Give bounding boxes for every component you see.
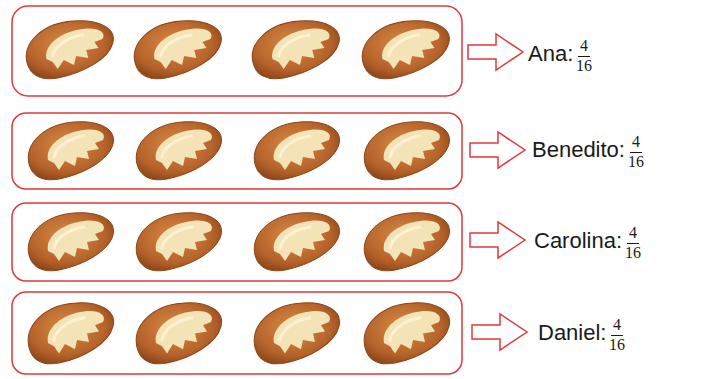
block-arrow	[468, 34, 523, 70]
brazil-nut	[254, 303, 339, 364]
group-outline	[12, 292, 462, 374]
fraction: 416	[609, 317, 625, 354]
group-outline	[12, 6, 462, 96]
person-label: Ana:	[528, 43, 573, 65]
fraction-numerator: 4	[630, 134, 642, 153]
fraction-denominator: 16	[576, 57, 592, 75]
brazil-nut	[364, 303, 449, 364]
brazil-nut	[136, 213, 221, 271]
brazil-nut	[254, 122, 339, 180]
group-outline	[12, 113, 462, 189]
brazil-nut	[136, 122, 221, 180]
block-arrow	[470, 132, 525, 168]
fraction-numerator: 4	[611, 317, 623, 336]
brazil-nut	[252, 21, 339, 79]
fraction-numerator: 4	[627, 225, 639, 244]
person-label: Benedito:	[532, 139, 625, 161]
fraction-numerator: 4	[578, 38, 590, 57]
brazil-nut	[254, 213, 339, 271]
group-outline	[12, 203, 462, 281]
brazil-nut	[364, 213, 449, 271]
brazil-nut	[362, 21, 449, 79]
fraction: 416	[576, 38, 592, 75]
brazil-nut	[134, 21, 221, 79]
brazil-nut	[28, 213, 113, 271]
block-arrow	[470, 222, 525, 258]
brazil-nut	[364, 122, 449, 180]
brazil-nut	[28, 122, 113, 180]
person-label: Daniel:	[538, 322, 606, 344]
brazil-nut	[26, 21, 113, 79]
fraction-denominator: 16	[609, 336, 625, 354]
brazil-nut	[28, 303, 113, 364]
brazil-nut	[136, 303, 221, 364]
person-label: Carolina:	[534, 230, 622, 252]
fraction: 416	[628, 134, 644, 171]
fraction: 416	[625, 225, 641, 262]
fraction-denominator: 16	[628, 153, 644, 171]
fraction-denominator: 16	[625, 244, 641, 262]
block-arrow	[472, 314, 527, 350]
